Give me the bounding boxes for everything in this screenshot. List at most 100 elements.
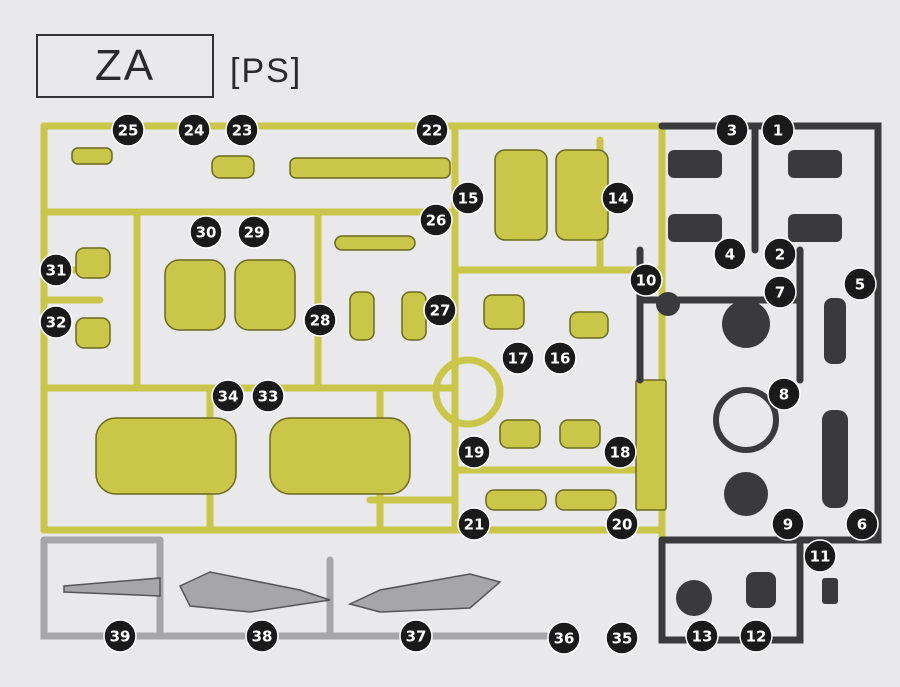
part-number-badge bbox=[601, 181, 635, 215]
part-number-text: 19 bbox=[464, 444, 485, 462]
part-number-badge bbox=[843, 267, 877, 301]
part-number-2: 2 bbox=[763, 237, 797, 271]
part-number-3: 3 bbox=[715, 113, 749, 147]
part-number-badge bbox=[423, 293, 457, 327]
part-number-text: 21 bbox=[464, 516, 485, 534]
part-number-27: 27 bbox=[423, 293, 457, 327]
part-number-7: 7 bbox=[763, 275, 797, 309]
part-number-text: 22 bbox=[422, 122, 443, 140]
part-number-text: 15 bbox=[458, 190, 479, 208]
part-number-25: 25 bbox=[111, 113, 145, 147]
part-number-text: 29 bbox=[244, 224, 265, 242]
part-number-31: 31 bbox=[39, 253, 73, 287]
part-number-text: 25 bbox=[118, 122, 139, 140]
part-number-badge bbox=[605, 507, 639, 541]
part-number-21: 21 bbox=[457, 507, 491, 541]
part-number-badge bbox=[189, 215, 223, 249]
part-number-badge bbox=[245, 619, 279, 653]
part-number-text: 11 bbox=[810, 548, 831, 566]
part-number-22: 22 bbox=[415, 113, 449, 147]
part-number-badge bbox=[501, 341, 535, 375]
part-number-18: 18 bbox=[603, 435, 637, 469]
part-number-8: 8 bbox=[767, 377, 801, 411]
part-number-16: 16 bbox=[543, 341, 577, 375]
part-number-badge bbox=[605, 621, 639, 655]
part-number-36: 36 bbox=[547, 621, 581, 655]
part-number-text: 20 bbox=[612, 516, 633, 534]
part-number-33: 33 bbox=[251, 379, 285, 413]
part-number-labels: 1234567891011121314151617181920212223242… bbox=[39, 113, 879, 655]
part-number-badge bbox=[419, 203, 453, 237]
part-number-badge bbox=[685, 619, 719, 653]
part-number-text: 1 bbox=[773, 122, 783, 140]
part-number-badge bbox=[303, 303, 337, 337]
part-number-text: 26 bbox=[426, 212, 447, 230]
part-number-text: 35 bbox=[612, 630, 633, 648]
part-number-badge bbox=[629, 263, 663, 297]
part-number-10: 10 bbox=[629, 263, 663, 297]
part-number-badge bbox=[739, 619, 773, 653]
part-number-text: 31 bbox=[46, 262, 67, 280]
part-number-badge bbox=[845, 507, 879, 541]
part-number-text: 4 bbox=[725, 246, 735, 264]
part-number-text: 9 bbox=[783, 516, 793, 534]
part-number-29: 29 bbox=[237, 215, 271, 249]
part-number-text: 14 bbox=[608, 190, 629, 208]
part-number-text: 5 bbox=[855, 276, 865, 294]
part-number-badge bbox=[415, 113, 449, 147]
dark-sprue bbox=[636, 122, 882, 644]
part-number-11: 11 bbox=[803, 539, 837, 573]
part-number-text: 38 bbox=[252, 628, 273, 646]
part-number-badge bbox=[225, 113, 259, 147]
part-number-badge bbox=[39, 253, 73, 287]
part-number-text: 39 bbox=[110, 628, 131, 646]
part-number-text: 34 bbox=[218, 388, 239, 406]
part-number-badge bbox=[237, 215, 271, 249]
part-number-5: 5 bbox=[843, 267, 877, 301]
runner-material: [PS] bbox=[230, 52, 303, 90]
part-number-badge bbox=[39, 305, 73, 339]
part-number-30: 30 bbox=[189, 215, 223, 249]
part-number-text: 32 bbox=[46, 314, 67, 332]
part-number-badge bbox=[457, 507, 491, 541]
part-number-4: 4 bbox=[713, 237, 747, 271]
part-number-text: 17 bbox=[508, 350, 529, 368]
part-number-text: 37 bbox=[406, 628, 427, 646]
part-number-badge bbox=[399, 619, 433, 653]
part-number-text: 18 bbox=[610, 444, 631, 462]
part-number-badge bbox=[763, 237, 797, 271]
part-number-badge bbox=[767, 377, 801, 411]
part-number-38: 38 bbox=[245, 619, 279, 653]
yellow-parts bbox=[71, 147, 667, 511]
part-number-badge bbox=[177, 113, 211, 147]
part-number-badge bbox=[457, 435, 491, 469]
part-number-23: 23 bbox=[225, 113, 259, 147]
part-number-badge bbox=[111, 113, 145, 147]
part-number-9: 9 bbox=[771, 507, 805, 541]
part-number-6: 6 bbox=[845, 507, 879, 541]
part-number-text: 28 bbox=[310, 312, 331, 330]
part-number-text: 7 bbox=[775, 284, 785, 302]
part-number-badge bbox=[763, 275, 797, 309]
part-number-text: 2 bbox=[775, 246, 785, 264]
part-number-text: 3 bbox=[727, 122, 737, 140]
part-number-35: 35 bbox=[605, 621, 639, 655]
part-number-badge bbox=[771, 507, 805, 541]
part-number-text: 27 bbox=[430, 302, 451, 320]
part-number-text: 8 bbox=[779, 386, 789, 404]
part-number-badge bbox=[103, 619, 137, 653]
runner-code-box: ZA bbox=[36, 34, 214, 98]
part-number-text: 16 bbox=[550, 350, 571, 368]
part-number-34: 34 bbox=[211, 379, 245, 413]
part-number-text: 24 bbox=[184, 122, 205, 140]
part-number-13: 13 bbox=[685, 619, 719, 653]
part-number-badge bbox=[451, 181, 485, 215]
part-number-1: 1 bbox=[761, 113, 795, 147]
part-number-text: 36 bbox=[554, 630, 575, 648]
part-number-20: 20 bbox=[605, 507, 639, 541]
part-number-24: 24 bbox=[177, 113, 211, 147]
part-number-15: 15 bbox=[451, 181, 485, 215]
part-number-text: 10 bbox=[636, 272, 657, 290]
part-number-badge bbox=[543, 341, 577, 375]
